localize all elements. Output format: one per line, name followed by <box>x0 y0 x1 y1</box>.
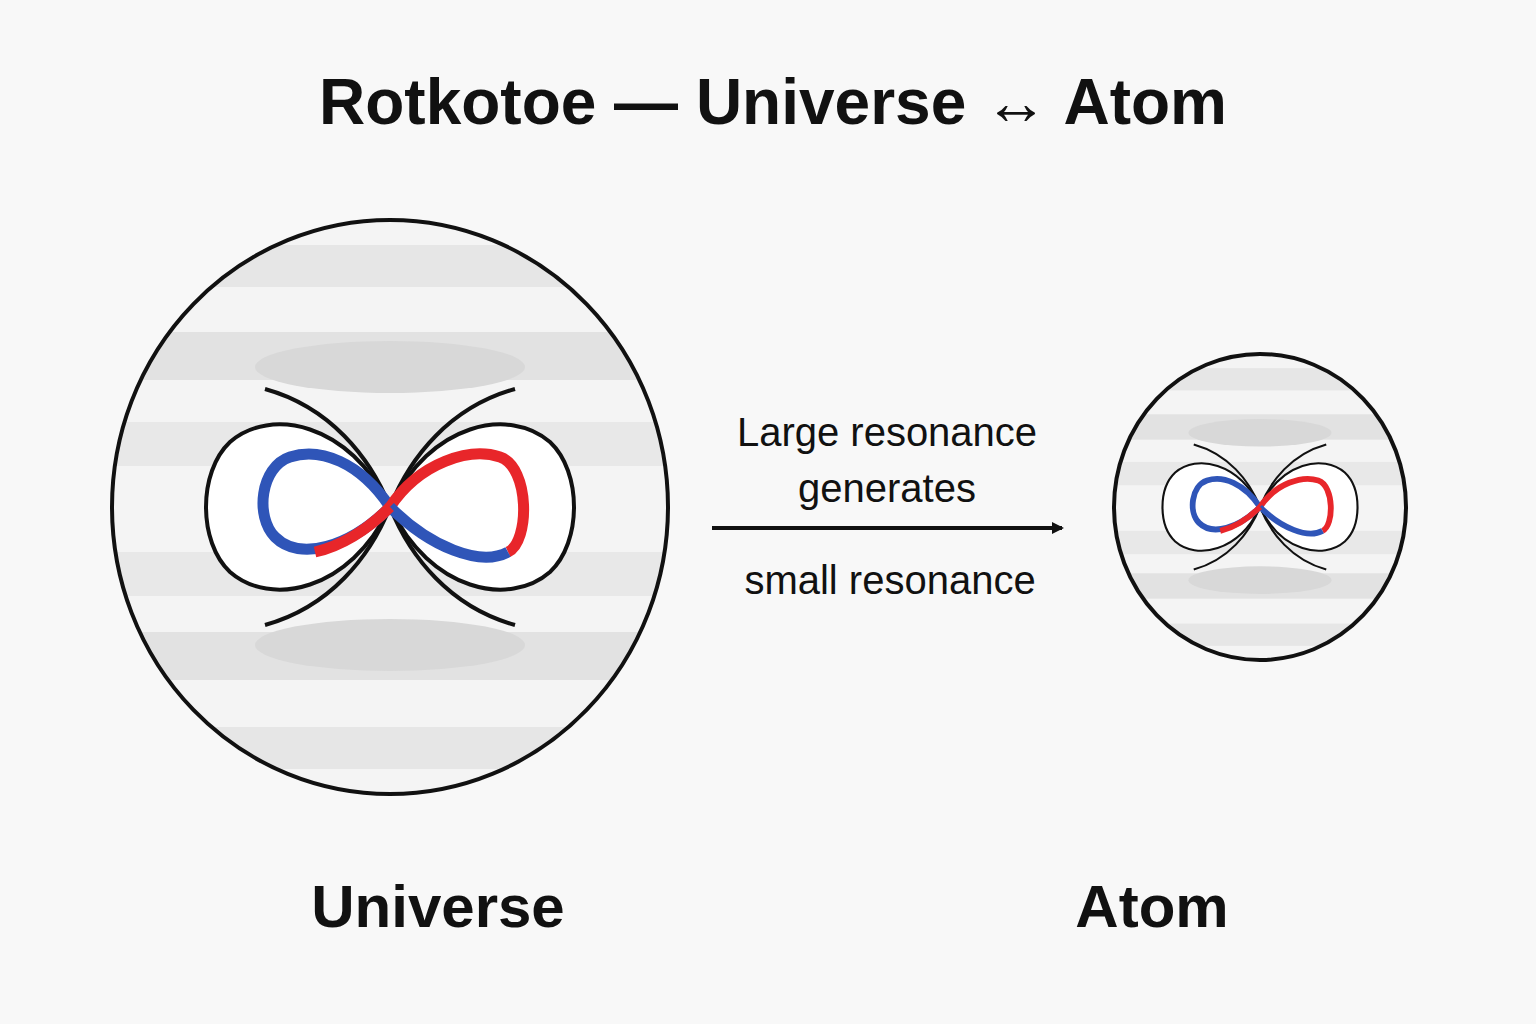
node-name: Universe <box>311 872 564 942</box>
circle-outline <box>1112 352 1408 662</box>
diagram-title: Rotkotoe — Universe ↔ Atom <box>0 62 1536 142</box>
circle-node: Universe <box>110 218 670 796</box>
arrow-connector <box>712 526 1062 530</box>
edge-label: Large resonance generates <box>687 404 1087 516</box>
arrow-note: small resonance <box>744 552 1035 608</box>
circle-outline <box>110 218 670 796</box>
circle-node: Atom <box>1112 352 1408 662</box>
node-name: Atom <box>1075 872 1228 942</box>
